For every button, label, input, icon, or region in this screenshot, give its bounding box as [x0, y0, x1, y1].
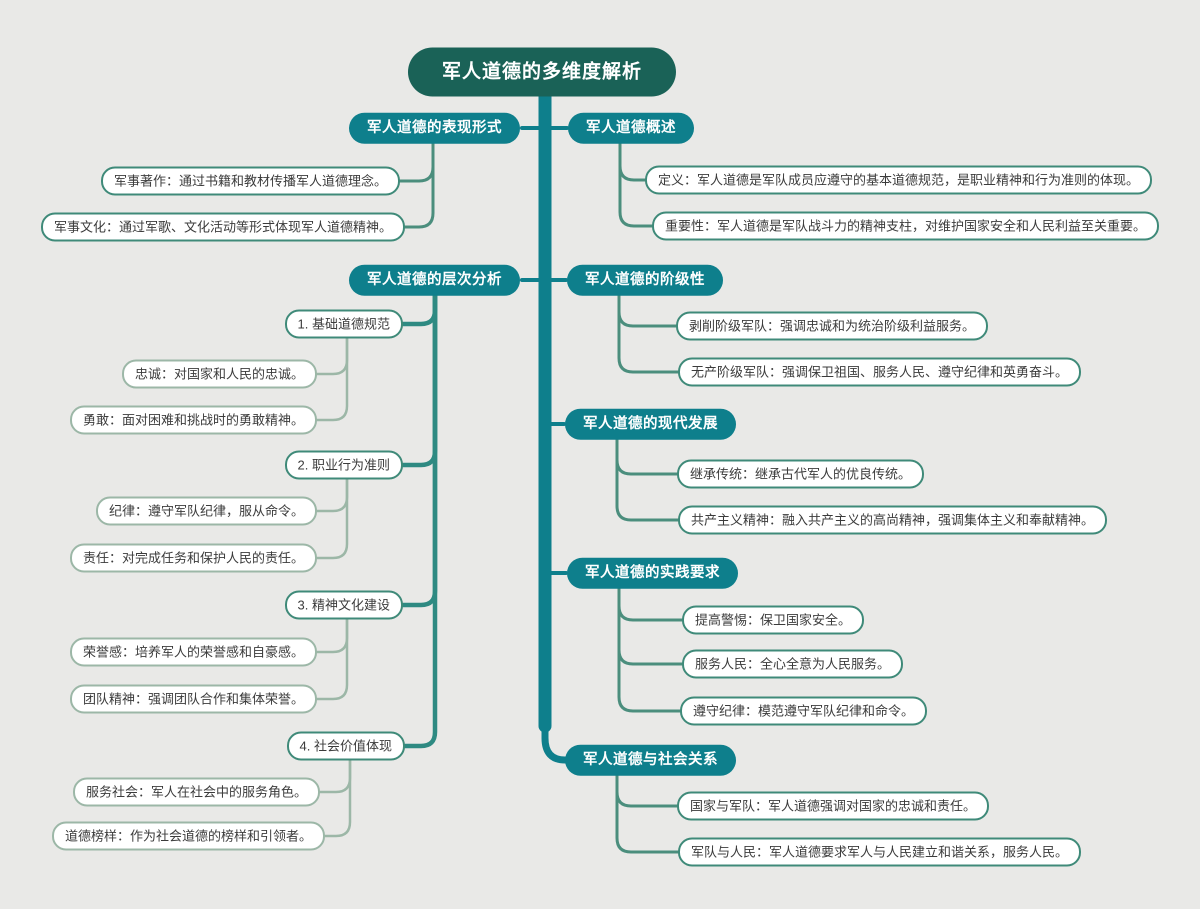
detail-honor[interactable]: 荣誉感：培养军人的荣誉感和自豪感。: [69, 637, 317, 667]
topic-serve-people[interactable]: 服务人民：全心全意为人民服务。: [682, 649, 904, 679]
branch-level-analysis[interactable]: 军人道德的层次分析: [349, 264, 520, 296]
topic-importance[interactable]: 重要性：军人道德是军队战斗力的精神支柱，对维护国家安全和人民利益至关重要。: [652, 211, 1160, 241]
topic-military-culture[interactable]: 军事文化：通过军歌、文化活动等形式体现军人道德精神。: [40, 212, 405, 242]
topic-professional-conduct[interactable]: 2. 职业行为准则: [284, 450, 403, 480]
detail-loyalty[interactable]: 忠诚：对国家和人民的忠诚。: [121, 359, 317, 389]
branch-social-relations[interactable]: 军人道德与社会关系: [565, 744, 736, 776]
branch-practice-requirements[interactable]: 军人道德的实践要求: [567, 557, 738, 589]
topic-military-writings[interactable]: 军事著作：通过书籍和教材传播军人道德理念。: [100, 166, 400, 196]
detail-bravery[interactable]: 勇敢：面对困难和挑战时的勇敢精神。: [69, 405, 317, 435]
topic-social-value[interactable]: 4. 社会价值体现: [286, 731, 405, 761]
topic-inherit-tradition[interactable]: 继承传统：继承古代军人的优良传统。: [677, 459, 925, 489]
detail-team-spirit[interactable]: 团队精神：强调团队合作和集体荣誉。: [69, 684, 317, 714]
branch-modern-development[interactable]: 军人道德的现代发展: [565, 408, 736, 440]
topic-exploiting-class-army[interactable]: 剥削阶级军队：强调忠诚和为统治阶级利益服务。: [676, 311, 989, 341]
detail-moral-example[interactable]: 道德榜样：作为社会道德的榜样和引领者。: [51, 821, 325, 851]
topic-proletarian-army[interactable]: 无产阶级军队：强调保卫祖国、服务人民、遵守纪律和英勇奋斗。: [678, 357, 1082, 387]
topic-raise-vigilance[interactable]: 提高警惕：保卫国家安全。: [682, 605, 865, 635]
detail-responsibility[interactable]: 责任：对完成任务和保护人民的责任。: [69, 543, 317, 573]
branch-overview[interactable]: 军人道德概述: [568, 112, 694, 144]
branch-class-nature[interactable]: 军人道德的阶级性: [567, 264, 723, 296]
topic-state-and-army[interactable]: 国家与军队：军人道德强调对国家的忠诚和责任。: [677, 791, 990, 821]
topic-army-and-people[interactable]: 军队与人民：军人道德要求军人与人民建立和谐关系，服务人民。: [678, 837, 1082, 867]
topic-communist-spirit[interactable]: 共产主义精神：融入共产主义的高尚精神，强调集体主义和奉献精神。: [678, 505, 1108, 535]
root-node[interactable]: 军人道德的多维度解析: [407, 47, 677, 97]
detail-serve-society[interactable]: 服务社会：军人在社会中的服务角色。: [72, 777, 320, 807]
branch-expression-forms[interactable]: 军人道德的表现形式: [349, 112, 520, 144]
detail-discipline[interactable]: 纪律：遵守军队纪律，服从命令。: [95, 496, 317, 526]
topic-basic-moral-norms[interactable]: 1. 基础道德规范: [284, 309, 403, 339]
topic-spiritual-culture[interactable]: 3. 精神文化建设: [284, 590, 403, 620]
topic-definition[interactable]: 定义：军人道德是军队成员应遵守的基本道德规范，是职业精神和行为准则的体现。: [645, 165, 1153, 195]
topic-obey-discipline[interactable]: 遵守纪律：模范遵守军队纪律和命令。: [680, 696, 928, 726]
